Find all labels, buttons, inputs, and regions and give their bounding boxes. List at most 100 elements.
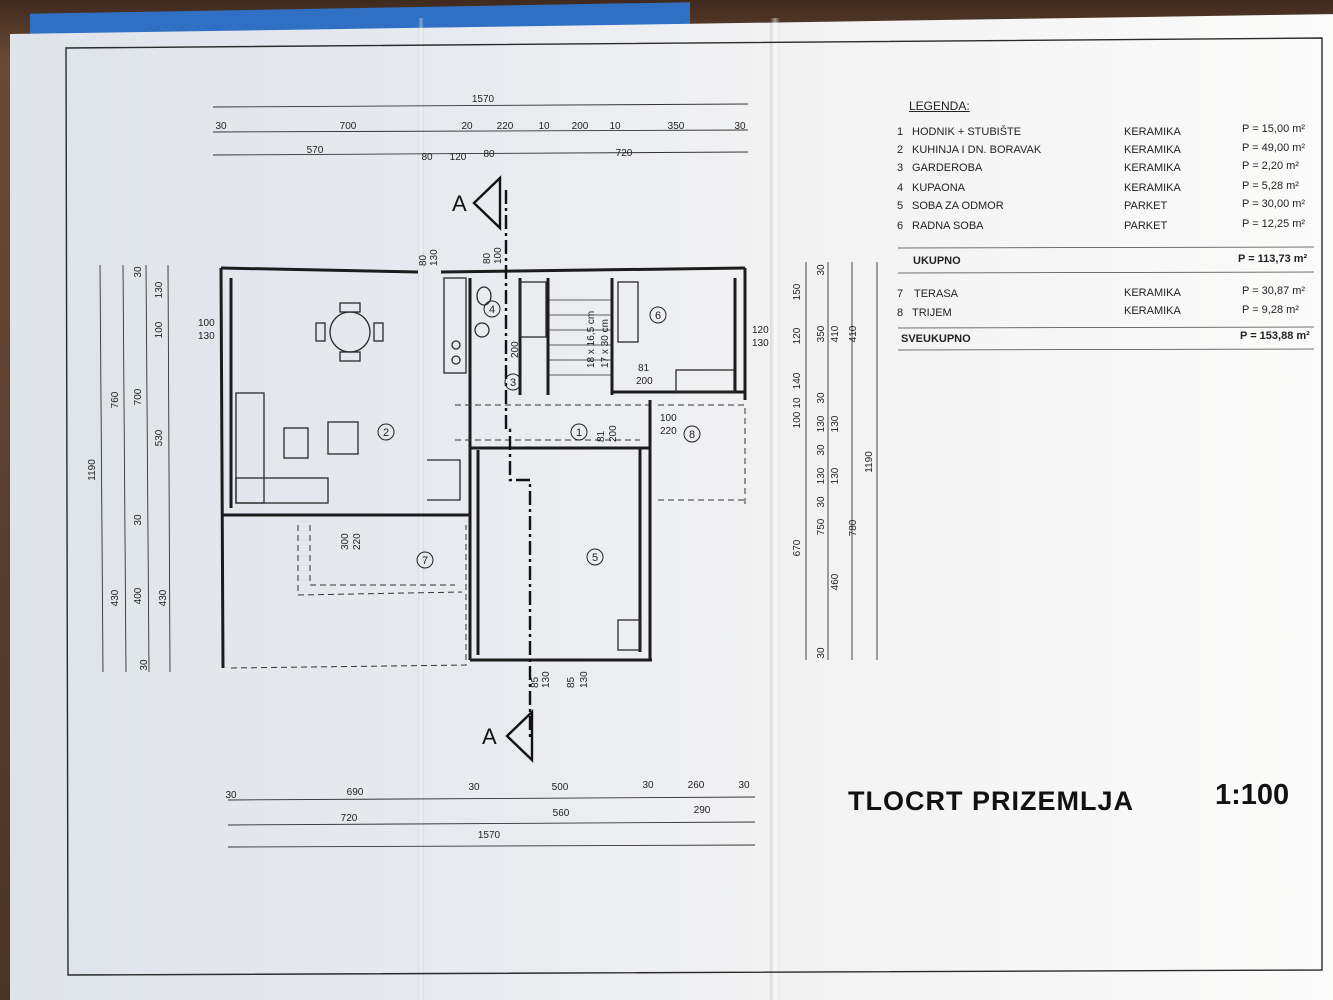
dim-right-col4: 1190 [864,451,875,473]
fireplace [617,619,641,651]
section-marker-top: A [452,191,467,216]
stove-burner [451,355,461,365]
desk [675,369,735,393]
dim-bottom-row1: 30 [225,790,237,801]
dim-top-total: 1570 [472,94,495,105]
legend-heading: LEGENDA: [909,99,970,113]
dim-left-col3: 30 [133,514,144,526]
dim-left-col3: 30 [139,659,150,671]
legend-room-no: 3 [897,162,904,174]
dim-top-row3: 570 [307,145,324,156]
dim-top-row2: 220 [497,121,514,132]
kitchen-counter [443,277,467,374]
dim-bottom-row2: 560 [553,808,570,819]
legend-room-area: P = 30,87 m² [1242,285,1306,297]
room-number-7: 7 [422,555,428,567]
stair-note-1: 18 x 16,5 cm [586,311,597,368]
legend-room-no: 7 [897,288,904,300]
opening-width: 300 [340,533,351,550]
opening-height: 130 [579,671,590,688]
room-circle-3 [504,373,522,391]
legend-room-area: P = 5,28 m² [1242,180,1299,192]
legend-room-no: 4 [897,182,904,194]
legend-room-no: 2 [897,144,904,156]
opening-width: 100 [660,413,677,424]
opening-height: 200 [636,376,653,387]
armchair [327,421,359,455]
legend-room-no: 5 [897,200,904,212]
dim-right-col3: 130 [830,415,841,432]
dim-top-row2: 10 [609,121,621,132]
opening-height: 220 [352,533,363,550]
sofa [235,477,329,504]
room-circle-8 [683,425,701,443]
dim-bottom-row1: 500 [552,782,569,793]
dim-right-col2: 750 [816,518,827,535]
coffee-table [283,427,309,459]
dim-right-col3: 410 [830,325,841,342]
legend-room-material: KERAMIKA [1124,126,1181,138]
opening-width: 200 [510,341,521,358]
dim-right-col1: 100 [792,411,803,428]
dim-bottom-row2: 290 [694,805,711,816]
dim-right-col2: 350 [816,325,827,342]
room-number-2: 2 [383,427,389,439]
legend-room-no: 1 [897,126,904,138]
dim-top-row3: 720 [616,148,633,159]
paper-fold-line [770,18,780,1000]
legend-room-no: 8 [897,307,904,319]
dim-right-col3: 460 [830,573,841,590]
toilet [476,286,492,306]
room-number-circles [377,300,701,569]
dim-top-row2: 10 [538,121,550,132]
legend-subtotal-label: UKUPNO [913,255,961,267]
legend-room-area: P = 2,20 m² [1242,160,1299,172]
dim-bottom-row1: 30 [738,780,750,791]
room-circle-2 [377,423,395,441]
opening-annotations: 100 130 80 130 80 100 120 130 81 200 200… [198,247,769,688]
legend-room-material: PARKET [1124,220,1168,232]
opening-width: 80 [482,252,493,264]
washbasin [474,322,490,338]
dining-chair [339,302,361,313]
furniture [235,277,735,651]
legend-room-name: KUHINJA I DN. BORAVAK [912,144,1042,156]
dim-bottom-row1: 30 [642,780,654,791]
dimension-lines [99,103,878,848]
dim-top-row2: 200 [572,121,589,132]
room-circle-1 [570,423,588,441]
opening-height: 100 [493,247,504,264]
stove-burner [451,340,461,350]
legend-total-label: SVEUKUPNO [901,333,971,345]
opening-height: 130 [198,331,215,342]
legend-room-material: KERAMIKA [1124,287,1181,299]
right-dimension-text: 150 120 140 10 100 670 30 350 30 130 30 … [792,264,875,659]
dim-bottom-row1: 260 [688,780,705,791]
dim-left-total: 1190 [87,459,98,481]
dim-right-col1: 120 [792,327,803,344]
dim-top-row2: 30 [734,121,746,132]
opening-width: 81 [638,363,650,374]
opening-width: 80 [418,254,429,266]
dim-left-col3: 700 [133,388,144,405]
legend-subtotal-value: P = 113,73 m² [1238,253,1308,265]
left-dimension-text: 1190 760 430 30 700 30 400 30 130 100 53… [87,266,169,671]
opening-width: 100 [198,318,215,329]
dim-top-row3: 120 [450,152,467,163]
legend-room-area: P = 9,28 m² [1242,304,1299,316]
dim-top-row3: 80 [421,152,433,163]
dim-right-col1: 10 [792,397,803,409]
wardrobe [617,281,639,343]
dim-left-col3: 400 [133,587,144,604]
paper-fold-line [418,18,424,1000]
stair-treads [548,299,612,376]
dim-right-col4: 410 [848,325,859,342]
legend-room-material: KERAMIKA [1124,305,1181,317]
plan-scale: 1:100 [1215,779,1290,811]
section-line-a-a [472,175,534,763]
room-number-4: 4 [489,304,495,316]
plan-title: TLOCRT PRIZEMLJA [848,786,1134,816]
sofa [235,392,265,504]
dim-bottom-row2: 720 [341,813,358,824]
